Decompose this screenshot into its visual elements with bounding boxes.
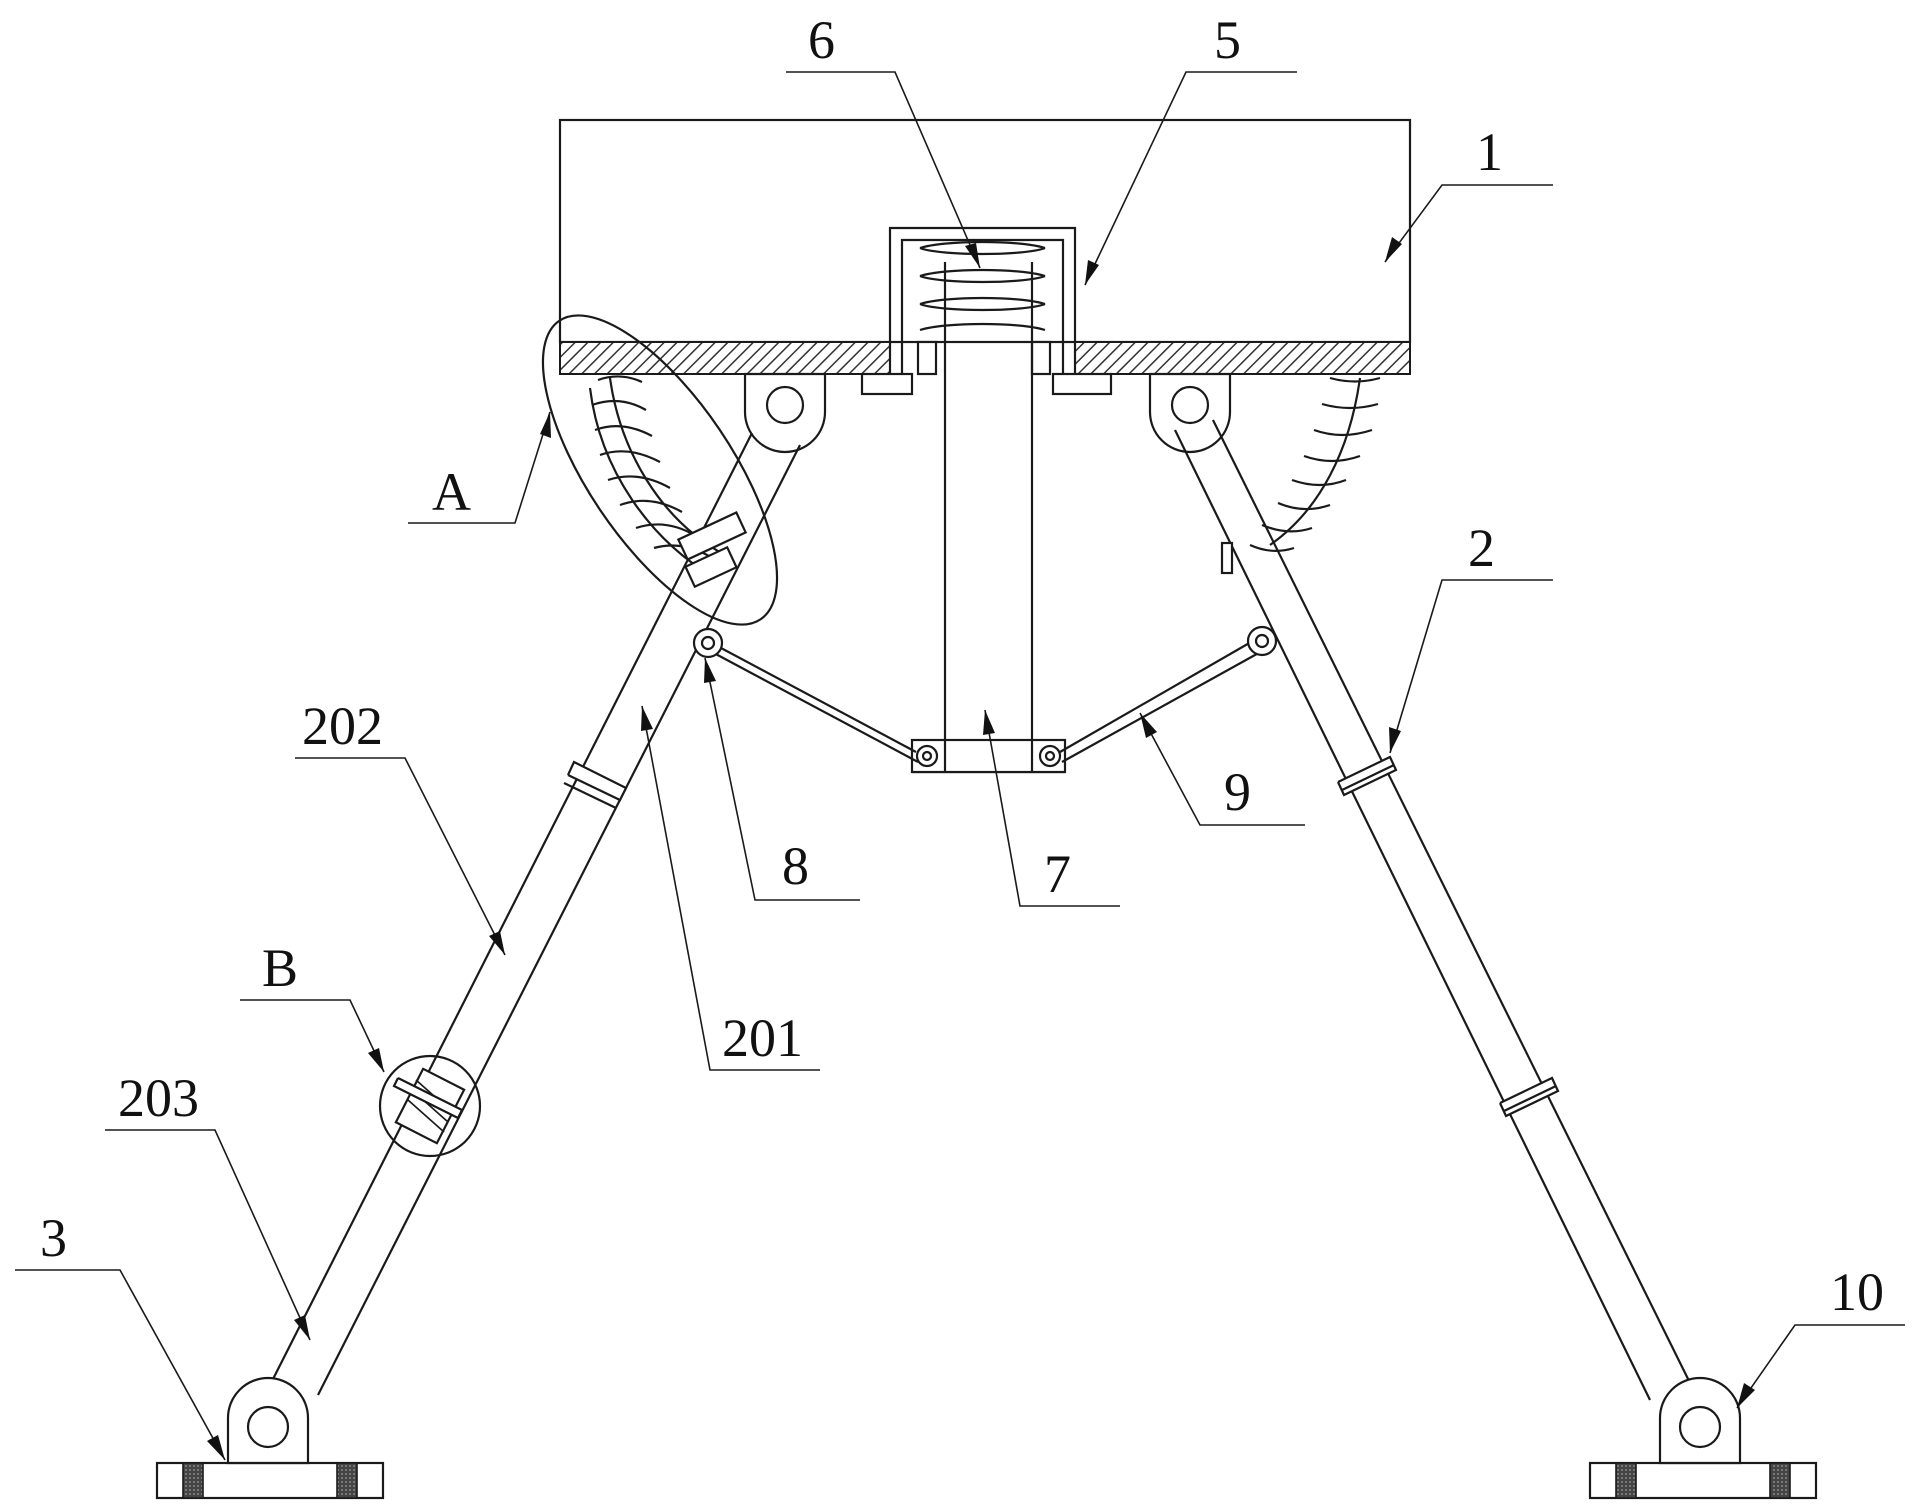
- label-6: 6: [808, 10, 835, 70]
- left-foot: [155, 1376, 385, 1500]
- label-A: A: [432, 462, 471, 522]
- label-3: 3: [40, 1208, 67, 1268]
- label-7: 7: [1044, 844, 1071, 904]
- label-2: 2: [1468, 518, 1495, 578]
- left-leg: [269, 432, 801, 1396]
- top-housing: [558, 118, 1412, 375]
- label-5: 5: [1214, 10, 1241, 70]
- right-top-hinge: [1148, 372, 1232, 454]
- left-link-rod: [692, 627, 919, 763]
- label-1: 1: [1476, 122, 1503, 182]
- right-foot: [1588, 1376, 1818, 1500]
- label-203: 203: [118, 1068, 199, 1128]
- label-9: 9: [1224, 762, 1251, 822]
- label-202: 202: [302, 696, 383, 756]
- compression-spring: [919, 240, 1046, 332]
- label-10: 10: [1830, 1262, 1884, 1322]
- label-8: 8: [782, 836, 809, 896]
- right-link-rod: [1059, 625, 1278, 763]
- left-top-hinge: [743, 372, 827, 454]
- label-201: 201: [722, 1008, 803, 1068]
- left-curved-spring: [541, 314, 779, 626]
- right-leg: [1174, 419, 1696, 1401]
- label-B: B: [262, 938, 298, 998]
- right-curved-spring: [1249, 376, 1381, 552]
- center-column: [910, 262, 1067, 774]
- spring-sleeve: [860, 226, 1113, 396]
- leader-lines: [15, 71, 1905, 1461]
